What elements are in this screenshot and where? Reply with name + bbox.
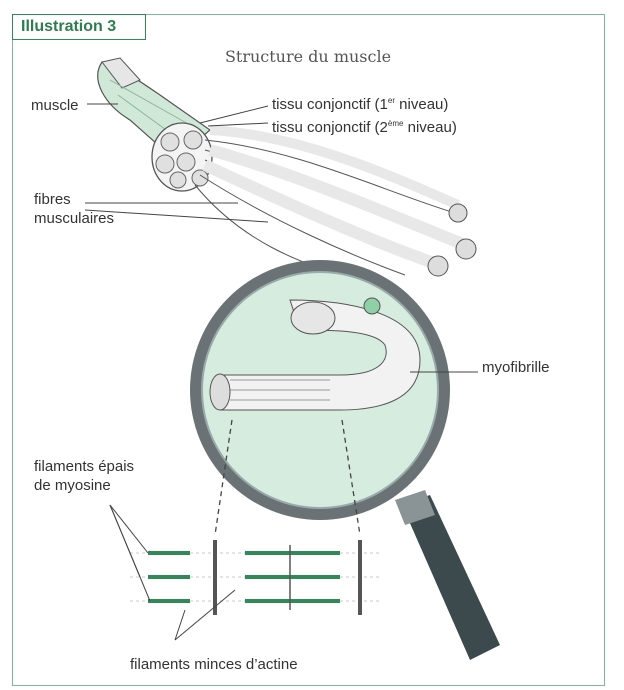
muscle-fibres	[194, 125, 477, 281]
illustration-tag: Illustration 3	[12, 14, 146, 40]
label-muscle: muscle	[31, 97, 79, 114]
label-myofibrille: myofibrille	[482, 359, 550, 376]
muscle-cross-section	[151, 122, 213, 192]
myofibril	[209, 297, 421, 411]
sarcomere	[130, 540, 380, 615]
diagram-title: Structure du muscle	[224, 47, 392, 66]
zoom-guides	[214, 419, 361, 536]
label-tissu-conjonctif-1: tissu conjonctif (1er niveau)	[272, 96, 449, 113]
label-tissu-conjonctif-2: tissu conjonctif (2ème niveau)	[272, 119, 457, 136]
label-actine: filaments minces d’actine	[130, 656, 298, 673]
leader-lines	[84, 103, 478, 641]
